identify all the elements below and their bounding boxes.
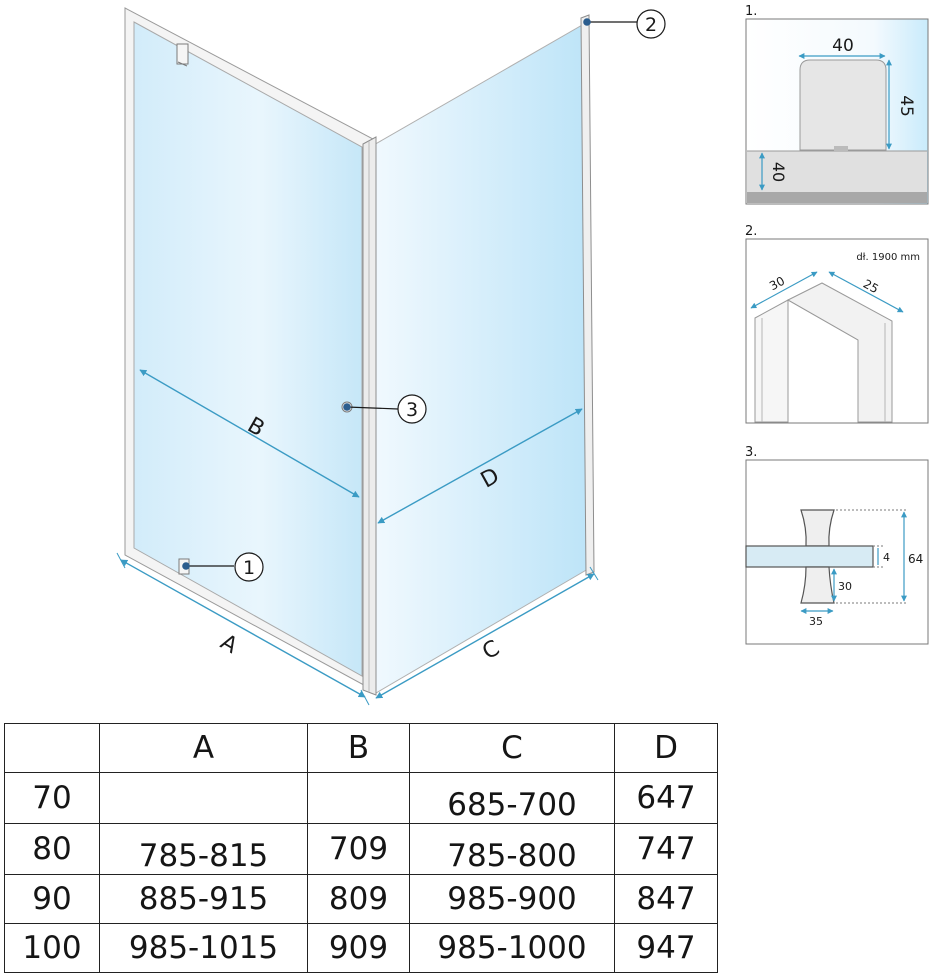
dimension-b-line [139, 369, 360, 498]
table-cell-size: 70 [4, 772, 100, 824]
table-header-c: C [409, 723, 615, 773]
detail-3-number: 3. [745, 445, 757, 460]
shower-enclosure [124, 7, 595, 696]
table-cell-a [99, 772, 308, 824]
dimension-a-line [120, 559, 366, 698]
table-cell-b: 909 [307, 923, 410, 973]
table-row: 80 785-815 709 785-800 747 [4, 823, 718, 875]
table-cell-c: 785-800 [409, 823, 615, 875]
detail-1-height: 45 [896, 95, 916, 117]
table-cell-size: 100 [4, 923, 100, 973]
detail-3-glass: 4 [883, 551, 890, 564]
detail-2-length-note: dł. 1900 mm [856, 252, 920, 263]
callout-2-label: 2 [645, 14, 657, 36]
detail-2: 2. dł. 1900 mm 30 25 [745, 224, 929, 424]
table-cell-b [307, 772, 410, 824]
glass-section [745, 545, 874, 568]
top-hinge [176, 43, 189, 65]
table-header-d: D [614, 723, 718, 773]
table-cell-a: 885-915 [99, 874, 308, 924]
table-cell-d: 647 [614, 772, 718, 824]
table-cell-a: 985-1015 [99, 923, 308, 973]
table-header-row: A B C D [4, 723, 718, 773]
callout-3-label: 3 [406, 399, 418, 421]
table-cell-a: 785-815 [99, 823, 308, 875]
table-cell-c: 985-1000 [409, 923, 615, 973]
detail-2-right: 25 [861, 277, 881, 297]
table-row: 90 885-915 809 985-900 847 [4, 874, 718, 924]
callout-1-label: 1 [243, 557, 255, 579]
table-cell-b: 709 [307, 823, 410, 875]
dimension-c-label: C [478, 636, 504, 665]
table-row: 100 985-1015 909 985-1000 947 [4, 923, 718, 973]
detail-2-left: 30 [767, 274, 787, 294]
detail-3-total: 64 [908, 552, 923, 566]
detail-1-width: 40 [832, 36, 854, 56]
detail-1-number: 1. [745, 4, 757, 19]
table-cell-b: 809 [307, 874, 410, 924]
hinge-block [799, 59, 887, 151]
table-header-corner [4, 723, 100, 773]
detail-1-base: 40 [769, 162, 788, 182]
table-header-a: A [99, 723, 308, 773]
detail-1: 1. 40 45 40 [745, 4, 929, 205]
dimension-d-line [377, 408, 583, 524]
side-panel-glass [371, 23, 589, 694]
dimension-lines [116, 369, 599, 706]
callout-2: 2 [583, 9, 666, 39]
callout-1: 1 [182, 552, 264, 582]
table-header-b: B [307, 723, 410, 773]
detail-3: 3. 64 4 30 35 [745, 445, 929, 645]
wall-profile [580, 14, 595, 576]
callout-3: 3 [343, 394, 427, 424]
table-cell-size: 80 [4, 823, 100, 875]
profile-left-face [754, 299, 789, 423]
dimension-c-line [375, 573, 595, 699]
table-cell-d: 847 [614, 874, 718, 924]
table-cell-c: 685-700 [409, 772, 615, 824]
detail-3-lower: 30 [838, 580, 852, 593]
knob-upper [800, 509, 835, 547]
table-cell-size: 90 [4, 874, 100, 924]
detail-3-width: 35 [809, 615, 823, 628]
table-cell-d: 947 [614, 923, 718, 973]
detail-2-number: 2. [745, 224, 757, 239]
table-cell-c: 985-900 [409, 874, 615, 924]
knob-lower [800, 566, 835, 604]
table-cell-d: 747 [614, 823, 718, 875]
dimension-a-label: A [216, 630, 242, 659]
table-row: 70 685-700 647 [4, 772, 718, 824]
dimensions-table: A B C D 70 685-700 647 80 785-815 709 78… [4, 723, 718, 973]
